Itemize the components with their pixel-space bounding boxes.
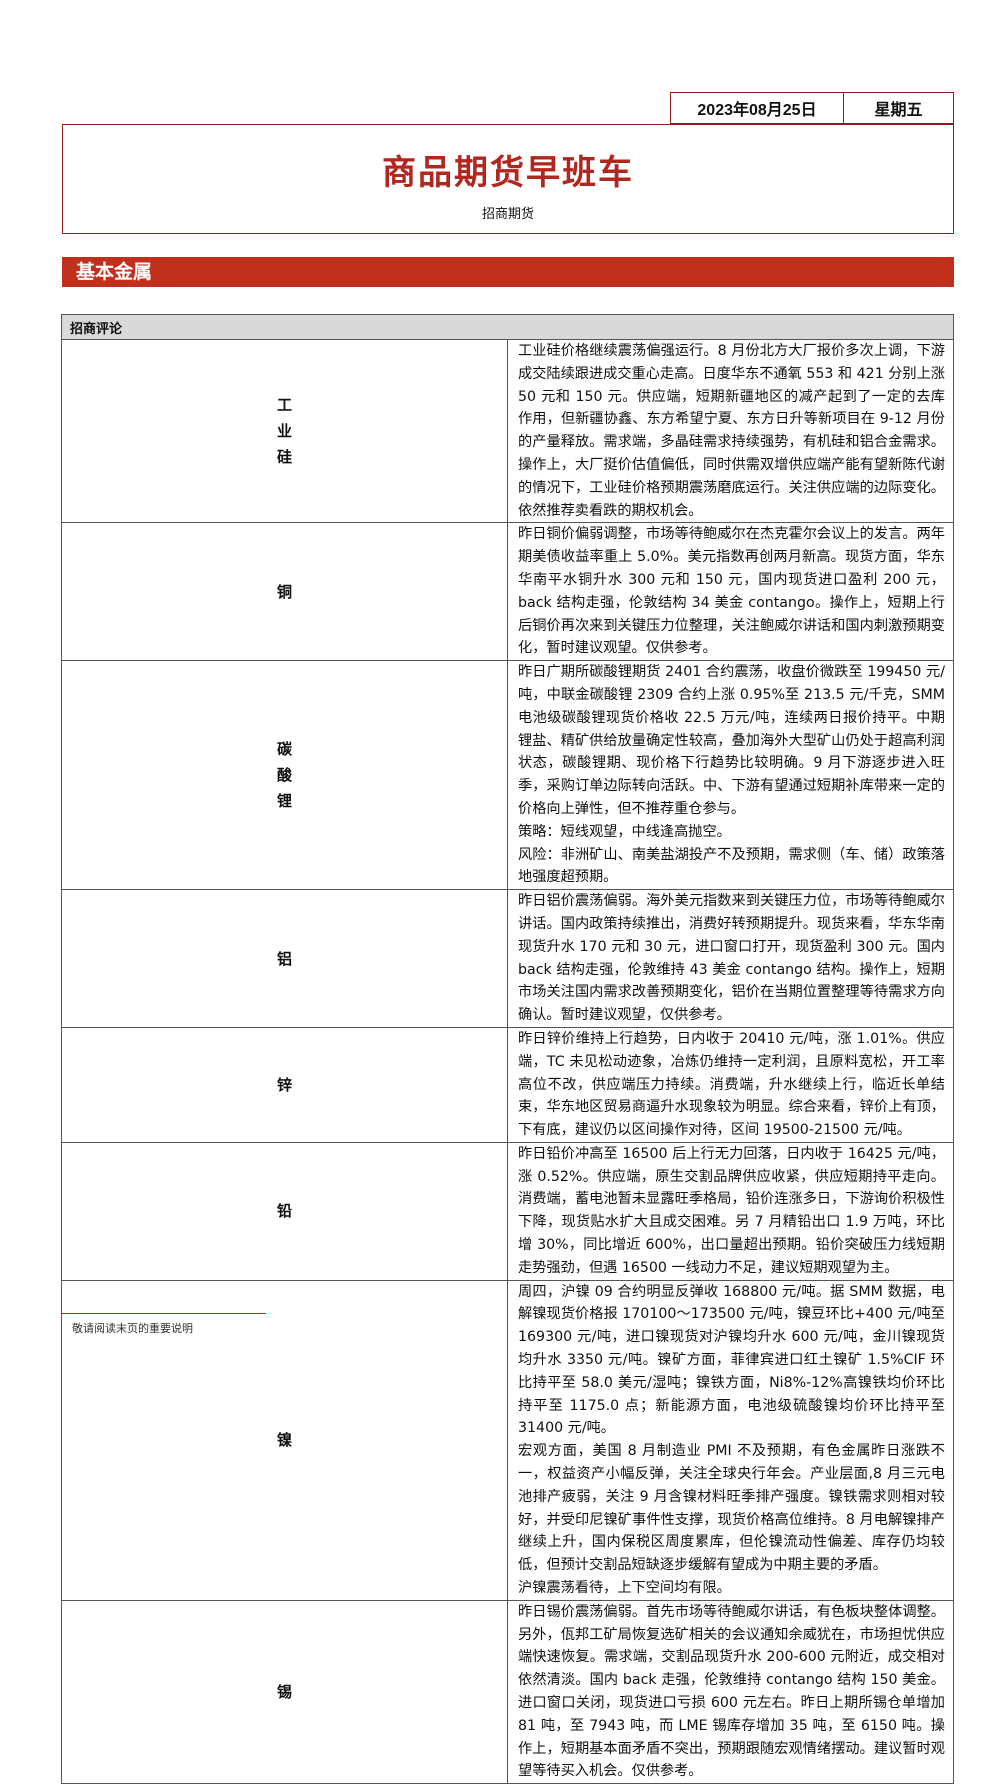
table-row: 铝昨日铝价震荡偏弱。海外美元指数来到关键压力位，市场等待鲍威尔讲话。国内政策持续… <box>61 889 954 1028</box>
table-row: 碳酸锂昨日广期所碳酸锂期货 2401 合约震荡，收盘价微跌至 199450 元/… <box>61 660 954 891</box>
commentary-cell: 昨日广期所碳酸锂期货 2401 合约震荡，收盘价微跌至 199450 元/吨，中… <box>507 660 954 891</box>
commentary-paragraph: 昨日铝价震荡偏弱。海外美元指数来到关键压力位，市场等待鲍威尔讲话。国内政策持续推… <box>518 893 945 1024</box>
commentary-table: 招商评论 工业硅工业硅价格继续震荡偏强运行。8 月份北方大厂报价多次上调，下游成… <box>61 314 954 1784</box>
commentary-paragraph: 昨日铅价冲高至 16500 后上行无力回落，日内收于 16425 元/吨，涨 0… <box>518 1145 945 1276</box>
commodity-label: 锡 <box>61 1599 508 1784</box>
footer-divider <box>62 1313 266 1314</box>
commentary-paragraph: 昨日广期所碳酸锂期货 2401 合约震荡，收盘价微跌至 199450 元/吨，中… <box>518 664 945 817</box>
commentary-paragraph: 周四，沪镍 09 合约明显反弹收 168800 元/吨。据 SMM 数据，电解镍… <box>518 1283 945 1437</box>
commentary-paragraph: 策略：短线观望，中线逢高抛空。 <box>518 823 731 840</box>
commentary-paragraph: 风险：非洲矿山、南美盐湖投产不及预期，需求侧（车、储）政策落地强度超预期。 <box>518 846 945 886</box>
page-title: 商品期货早班车 <box>382 153 634 193</box>
commentary-cell: 工业硅价格继续震荡偏强运行。8 月份北方大厂报价多次上调，下游成交陆续跟进成交重… <box>507 338 954 524</box>
commentary-cell: 昨日锌价维持上行趋势，日内收于 20410 元/吨，涨 1.01%。供应端，TC… <box>507 1026 954 1143</box>
commentary-cell: 昨日铝价震荡偏弱。海外美元指数来到关键压力位，市场等待鲍威尔讲话。国内政策持续推… <box>507 889 954 1028</box>
commentary-cell: 周四，沪镍 09 合约明显反弹收 168800 元/吨。据 SMM 数据，电解镍… <box>507 1279 954 1601</box>
commentary-cell: 昨日铅价冲高至 16500 后上行无力回落，日内收于 16425 元/吨，涨 0… <box>507 1141 954 1281</box>
commodity-label: 碳酸锂 <box>61 660 508 891</box>
table-row: 铜昨日铜价偏弱调整，市场等待鲍威尔在杰克霍尔会议上的发言。两年期美债收益率重上 … <box>61 522 954 662</box>
page-subtitle: 招商期货 <box>481 207 534 222</box>
table-row: 铅昨日铅价冲高至 16500 后上行无力回落，日内收于 16425 元/吨，涨 … <box>61 1141 954 1281</box>
commentary-paragraph: 沪镍震荡看待，上下空间均有限。 <box>518 1580 731 1597</box>
section-heading: 基本金属 <box>62 257 954 287</box>
table-row: 锌昨日锌价维持上行趋势，日内收于 20410 元/吨，涨 1.01%。供应端，T… <box>61 1026 954 1143</box>
commentary-paragraph: 昨日锡价震荡偏弱。首先市场等待鲍威尔讲话，有色板块整体调整。另外，佤邦工矿局恢复… <box>518 1603 945 1780</box>
commentary-cell: 昨日锡价震荡偏弱。首先市场等待鲍威尔讲话，有色板块整体调整。另外，佤邦工矿局恢复… <box>507 1599 954 1784</box>
date-box: 2023年08月25日 星期五 <box>670 92 954 124</box>
table-row: 镍周四，沪镍 09 合约明显反弹收 168800 元/吨。据 SMM 数据，电解… <box>61 1279 954 1601</box>
commentary-paragraph: 工业硅价格继续震荡偏强运行。8 月份北方大厂报价多次上调，下游成交陆续跟进成交重… <box>518 343 945 519</box>
report-weekday: 星期五 <box>874 100 923 119</box>
commodity-label: 锌 <box>61 1026 508 1143</box>
commodity-label: 铅 <box>61 1141 508 1281</box>
commodity-label: 工业硅 <box>61 338 508 524</box>
footer-note: 敬请阅读末页的重要说明 <box>72 1322 193 1335</box>
title-box: 商品期货早班车 招商期货 <box>62 124 954 234</box>
table-header-row: 招商评论 <box>61 314 954 340</box>
commentary-paragraph: 宏观方面，美国 8 月制造业 PMI 不及预期，有色金属昨日涨跌不一，权益资产小… <box>518 1443 945 1574</box>
report-date: 2023年08月25日 <box>671 93 844 123</box>
commentary-paragraph: 昨日铜价偏弱调整，市场等待鲍威尔在杰克霍尔会议上的发言。两年期美债收益率重上 5… <box>518 526 945 657</box>
table-header: 招商评论 <box>61 314 954 340</box>
commodity-label: 铜 <box>61 522 508 662</box>
table-row: 锡昨日锡价震荡偏弱。首先市场等待鲍威尔讲话，有色板块整体调整。另外，佤邦工矿局恢… <box>61 1599 954 1784</box>
commodity-label: 铝 <box>61 889 508 1028</box>
table-row: 工业硅工业硅价格继续震荡偏强运行。8 月份北方大厂报价多次上调，下游成交陆续跟进… <box>61 338 954 524</box>
commentary-paragraph: 昨日锌价维持上行趋势，日内收于 20410 元/吨，涨 1.01%。供应端，TC… <box>518 1030 945 1139</box>
commentary-cell: 昨日铜价偏弱调整，市场等待鲍威尔在杰克霍尔会议上的发言。两年期美债收益率重上 5… <box>507 522 954 662</box>
